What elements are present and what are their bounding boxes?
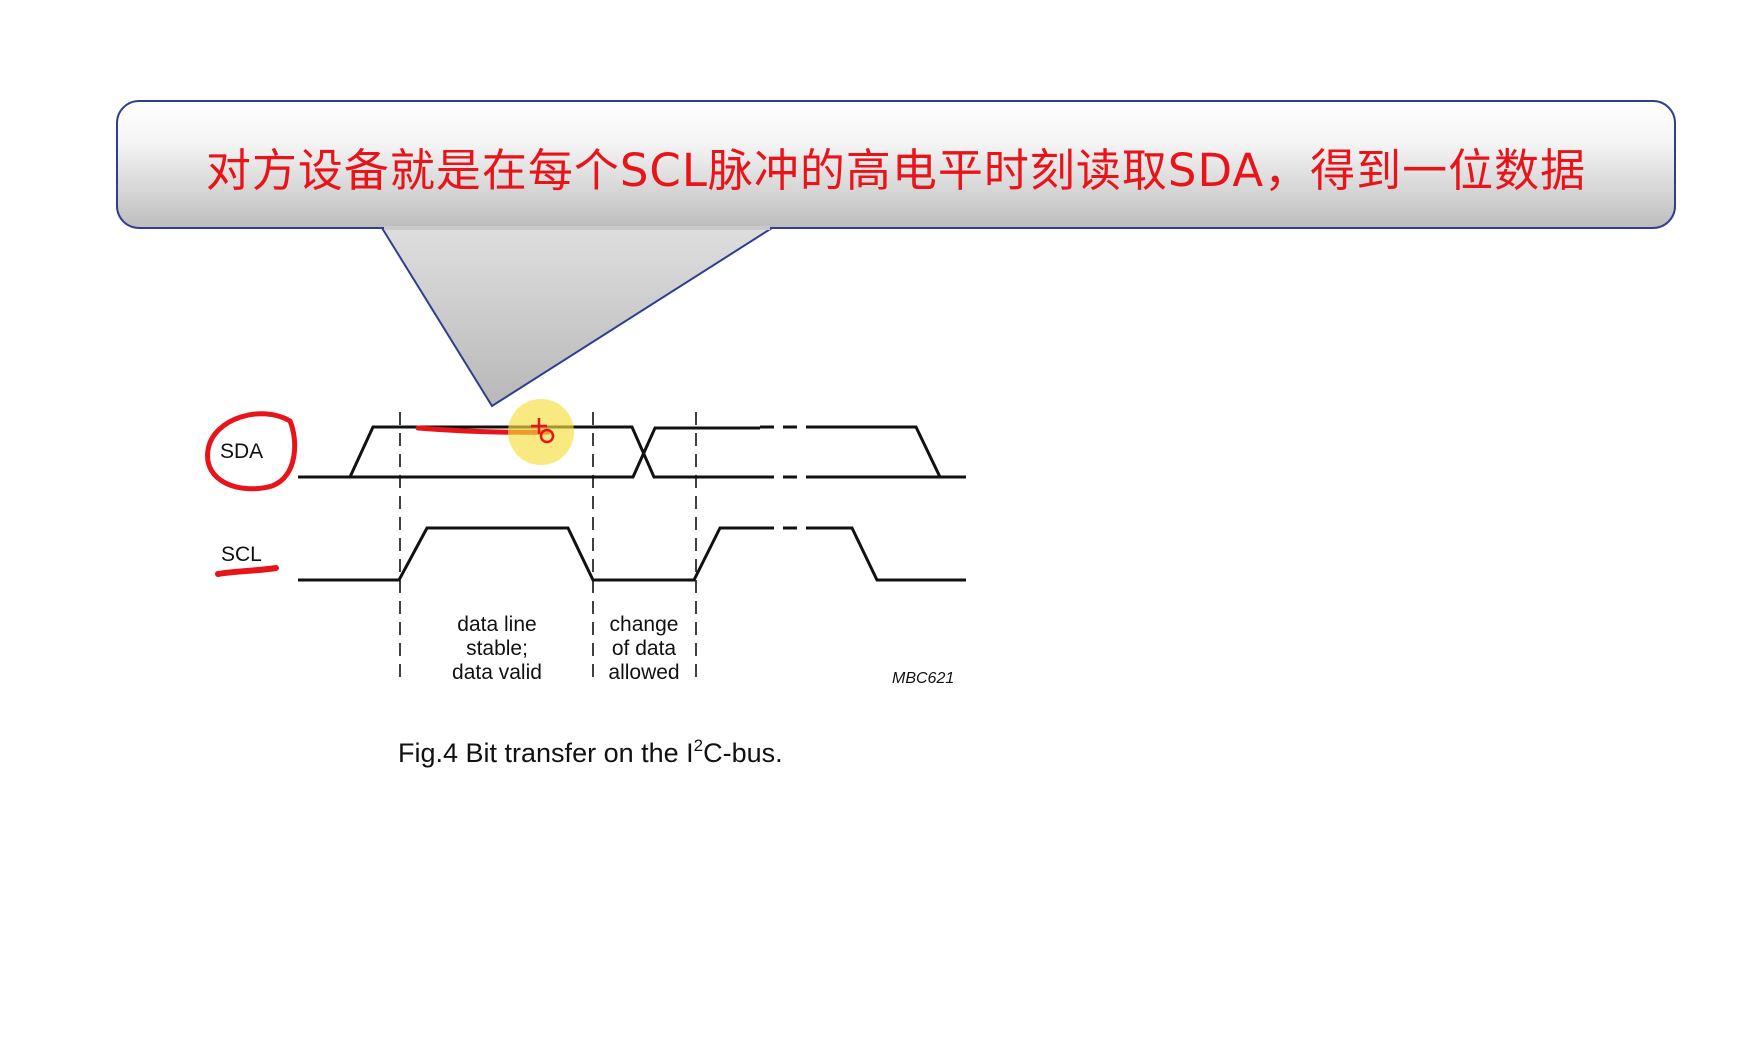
sda-waveform-tail bbox=[820, 425, 966, 479]
phase-label-change: change of data allowed bbox=[608, 613, 680, 684]
scl-waveform bbox=[298, 526, 760, 582]
sda-label: SDA bbox=[220, 440, 264, 463]
cursor-icon bbox=[531, 418, 547, 434]
phase-label-stable: data line stable; data valid bbox=[452, 613, 542, 684]
caption-superscript: 2 bbox=[693, 736, 704, 755]
caption-prefix: Fig.4 Bit transfer on the I bbox=[398, 738, 694, 768]
caption-suffix: C-bus. bbox=[703, 738, 783, 768]
sda-circle-annotation bbox=[205, 411, 298, 492]
scl-waveform-tail bbox=[820, 526, 966, 582]
callout-text: 对方设备就是在每个SCL脉冲的高电平时刻读取SDA，得到一位数据 bbox=[205, 143, 1587, 197]
scl-underline-annotation bbox=[215, 565, 279, 577]
sda-waveform-high bbox=[348, 425, 760, 479]
figure-id: MBC621 bbox=[892, 670, 955, 687]
figure-caption: Fig.4 Bit transfer on the I2C-bus. bbox=[398, 736, 783, 769]
cursor-dot bbox=[539, 428, 555, 444]
scl-label: SCL bbox=[221, 543, 262, 566]
